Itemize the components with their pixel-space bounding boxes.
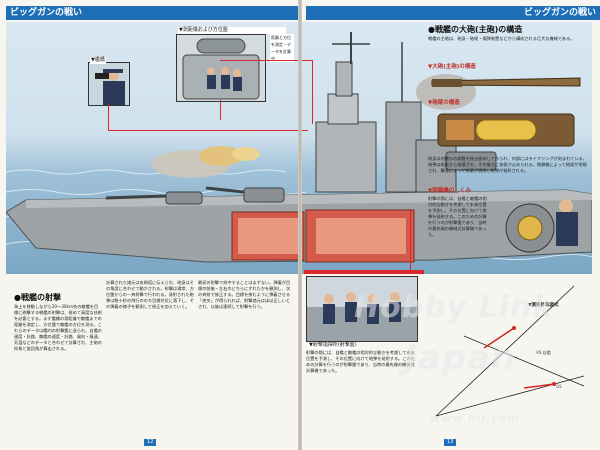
range-diagram-subtitle: ▼測距計算図式	[528, 303, 559, 308]
right-article-col3: 射撃の際には、自艦と敵艦の相対的な動きを考慮して未来位置を予測し、その位置に向け…	[306, 350, 418, 432]
rangefinder-inset	[176, 34, 266, 102]
officer-with-binoculars-image	[89, 63, 129, 105]
right-article-col3-text: 射撃の際には、自艦と敵艦の相対的な動きを考慮して未来位置を予測し、その位置に向け…	[306, 350, 415, 373]
right-article-col2: 射撃の際には、自艦と敵艦の相対的な動きを考慮して未来位置を予測し、その位置に向け…	[428, 196, 487, 237]
fire-control-caption-title: ▼射撃指揮所	[309, 342, 338, 348]
left-page-header: ビッグガンの戦い	[6, 6, 300, 20]
fire-control-caption: ▼射撃指揮所(射撃盤)	[308, 342, 358, 349]
right-page-header: ビッグガンの戦い	[306, 6, 600, 20]
watermark-url: www.hlj.com	[430, 412, 521, 425]
gun-barrel-diagram	[431, 77, 581, 87]
breech-mechanism-subtitle: ▼閉鎖機のしくみ	[428, 188, 471, 194]
fire-control-caption-sub: (射撃盤)	[337, 342, 357, 348]
breech-mechanism-image	[505, 199, 578, 253]
director-interior-image	[177, 35, 265, 101]
breech-subtitle: ▼砲尾の構造	[428, 100, 460, 106]
connector-line	[108, 104, 109, 130]
left-page-number: 12	[144, 439, 157, 446]
gun-structure-subtitle: ▼大砲(主砲)の構造	[428, 64, 476, 70]
right-page-number: 13	[444, 439, 457, 446]
watermark-logo-line1: Hobby Link	[354, 290, 554, 325]
rangefinder-note: 距離と方位を測定・データを計算中	[270, 34, 294, 62]
rangefinder-caption: ▼測距儀および方位盤	[178, 27, 286, 34]
connector-line	[220, 60, 312, 61]
left-article-col2: 計算された諸元は各砲塔に伝えられ、砲身はその角度に合わせて動かされる。射撃は通常…	[106, 280, 194, 309]
breech-cutaway-diagram	[437, 113, 575, 147]
fire-control-room-image	[307, 277, 417, 341]
left-article-col3: 最初の射撃で命中することはまずない。弾着が目標の前後・左右のどちらにずれたかを観…	[198, 280, 291, 309]
left-article-title: ●戦艦の射撃	[14, 293, 61, 302]
range-calculation-diagram	[435, 285, 585, 417]
diagram-label-vs: GS	[556, 384, 562, 389]
fire-control-room-inset	[306, 276, 418, 342]
connector-line	[108, 130, 308, 131]
watermark-logo-line2: Japan	[404, 338, 517, 378]
page-gutter	[298, 0, 302, 450]
bridge-caption: ▼艦橋	[90, 57, 106, 64]
left-article-col1: 海上を移動しながら20〜30km先の敵艦を目標に砲撃する戦艦の射撃は、極めて高度…	[14, 304, 102, 351]
right-article-intro: 戦艦の主砲は、砲身・砲尾・揚弾装置などから構成される巨大な機械である。	[428, 36, 575, 41]
connector-line	[312, 60, 313, 124]
connector-line	[220, 100, 221, 120]
right-article-title: ●戦艦の大砲(主砲)の構造	[428, 25, 523, 34]
bridge-inset	[88, 62, 130, 106]
connector-line	[410, 210, 411, 272]
diagram-label-la: VS:自艦	[536, 350, 551, 355]
rangefinder-caption-title: ▼測距儀および方位盤	[179, 27, 228, 33]
right-article-col1: 砲身は何層もの鋼管を焼き嵌めして作られ、内部にはライフリングが刻まれている。砲弾…	[428, 156, 587, 173]
